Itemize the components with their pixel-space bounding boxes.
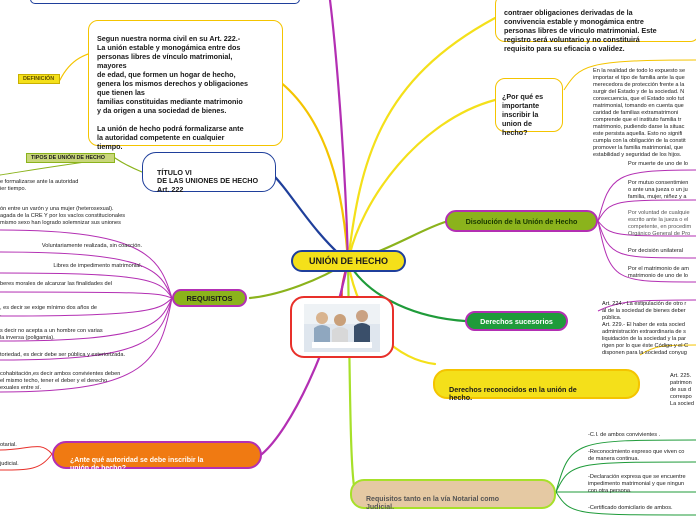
notarial-text: -Certificado domicilario de ambos. bbox=[588, 505, 673, 511]
tipos-leaf: e formalizarse ante la autoridad ier tie… bbox=[0, 172, 110, 193]
requisito-text: , es decir se exige mínimo dos años de . bbox=[0, 305, 98, 318]
link-top-purple bbox=[328, 0, 350, 264]
autoridad-text: judicial. bbox=[0, 461, 19, 467]
sucesorios-sublink bbox=[597, 299, 696, 312]
autoridad-sublinks bbox=[0, 446, 53, 471]
notarial-text: -Reconocimiento expreso que viven co de … bbox=[588, 449, 685, 462]
notarial-sublinks bbox=[555, 439, 696, 516]
top-left-node[interactable] bbox=[30, 0, 300, 4]
definition-text: Segun nuestra norma civil en su Art. 222… bbox=[97, 34, 248, 151]
central-topic[interactable]: UNIÓN DE HECHO bbox=[291, 250, 406, 272]
requisito-item: Voluntariamente realizada, sin coacción. bbox=[30, 243, 142, 250]
reconocidos-sublink bbox=[639, 344, 696, 356]
requisito-text: Libres de impedimento matrimonial. bbox=[53, 263, 142, 269]
top-callout-text: contraer obligaciones derivadas de la co… bbox=[504, 8, 657, 53]
definition-tag[interactable]: DEFINICIÓN bbox=[18, 74, 60, 84]
top-callout[interactable]: contraer obligaciones derivadas de la co… bbox=[495, 0, 696, 53]
notarial-node[interactable]: Requisitos tanto en la vía Notarial como… bbox=[350, 479, 556, 512]
requisito-text: cohabitación,es decir ambos convivientes… bbox=[0, 371, 121, 391]
definition-tag-label: DEFINICIÓN bbox=[23, 76, 55, 82]
autoridad-node[interactable]: ¿Ante qué autoridad se debe inscribir la… bbox=[52, 441, 262, 472]
couple-photo bbox=[304, 304, 380, 352]
link-sucesorios bbox=[346, 260, 467, 323]
definition-callout[interactable]: Segun nuestra norma civil en su Art. 222… bbox=[88, 20, 283, 151]
disolucion-text: Por mutuo consentimien o ante una jueza … bbox=[628, 180, 689, 200]
requisito-item: toriedad, es decir debe ser pública y ex… bbox=[0, 352, 150, 359]
requisitos-label: REQUISITOS bbox=[186, 293, 233, 303]
titulo-node[interactable]: TÍTULO VI DE LAS UNIONES DE HECHO Art. 2… bbox=[142, 152, 276, 194]
tipos-tag[interactable]: TIPOS DE UNIÓN DE HECHO bbox=[26, 153, 115, 163]
central-topic-label: UNIÓN DE HECHO bbox=[308, 256, 388, 266]
requisito-text: toriedad, es decir debe ser pública y ex… bbox=[0, 352, 125, 358]
requisito-text: beres morales de alcanzar las finalidade… bbox=[0, 281, 112, 287]
disolucion-item: Por mutuo consentimien o ante una jueza … bbox=[628, 180, 696, 201]
porque-label: ¿Por qué es importante inscribir la unio… bbox=[502, 92, 544, 137]
disolucion-item: Por el matrimonio de am matrimonio de un… bbox=[628, 266, 696, 280]
requisito-item: cohabitación,es decir ambos convivientes… bbox=[0, 371, 150, 392]
disolucion-sublinks bbox=[597, 169, 696, 283]
disolucion-item: Por decisión unilateral bbox=[628, 248, 696, 255]
sucesorios-text-node: Art. 224.- La estipulación de otro r al … bbox=[602, 294, 696, 357]
disolucion-item: Por voluntad de cualquie escrito ante la… bbox=[628, 210, 696, 238]
link-top-callout bbox=[346, 16, 497, 264]
notarial-item: -Reconocimiento expreso que viven co de … bbox=[588, 449, 696, 463]
autoridad-label: ¿Ante qué autoridad se debe inscribir la… bbox=[70, 456, 204, 473]
notarial-text: -Declaración expresa que se encuentre im… bbox=[588, 474, 686, 494]
requisitos-node[interactable]: REQUISITOS bbox=[172, 289, 247, 307]
notarial-item: -Certificado domicilario de ambos. bbox=[588, 505, 696, 512]
notarial-item: -Declaración expresa que se encuentre im… bbox=[588, 474, 696, 495]
autoridad-item: otarial. bbox=[0, 442, 40, 449]
notarial-item: -C.I. de ambos convivientes . bbox=[588, 432, 696, 439]
tipos-leaf-text: e formalizarse ante la autoridad ier tie… bbox=[0, 179, 79, 192]
disolucion-node[interactable]: Disolución de la Unión de Hecho bbox=[445, 210, 598, 232]
autoridad-text: otarial. bbox=[0, 442, 17, 448]
requisito-text: Voluntariamente realizada, sin coacción. bbox=[41, 243, 142, 249]
notarial-label: Requisitos tanto en la vía Notarial como… bbox=[366, 495, 500, 512]
disolucion-text: Por el matrimonio de am matrimonio de un… bbox=[628, 266, 689, 279]
sucesorios-label: Derechos sucesorios bbox=[480, 316, 553, 326]
requisito-item: Libres de impedimento matrimonial. bbox=[30, 263, 142, 270]
notarial-text: -C.I. de ambos convivientes . bbox=[588, 432, 661, 438]
porque-sublink bbox=[563, 59, 696, 91]
requisito-item: ón entre un varón y una mujer (heterosex… bbox=[0, 206, 140, 227]
sucesorios-node[interactable]: Derechos sucesorios bbox=[465, 311, 568, 331]
link-autoridad bbox=[260, 260, 350, 456]
requisito-item: , es decir se exige mínimo dos años de . bbox=[0, 305, 150, 319]
porque-text: En la realidad de todo lo expuesto se im… bbox=[593, 68, 686, 158]
link-porque bbox=[346, 98, 497, 264]
reconocidos-label: Derechos reconocidos en la unión de hech… bbox=[449, 384, 577, 402]
porque-text-node: En la realidad de todo lo expuesto se im… bbox=[593, 61, 696, 159]
disolucion-text: Por decisión unilateral bbox=[628, 248, 684, 254]
titulo-label: TÍTULO VI DE LAS UNIONES DE HECHO Art. 2… bbox=[157, 167, 259, 194]
requisito-text: s decir no acepta a un hombre con varias… bbox=[0, 328, 103, 341]
requisitos-sublinks bbox=[0, 229, 173, 393]
disolucion-text: Por muerte de uno de lo bbox=[628, 161, 689, 167]
disolucion-item: Por muerte de uno de lo bbox=[628, 161, 696, 168]
reconocidos-node[interactable]: Derechos reconocidos en la unión de hech… bbox=[433, 369, 640, 402]
reconocidos-text: Art. 225. patrimon de sus d correspo La … bbox=[670, 373, 694, 407]
requisito-text: ón entre un varón y una mujer (heterosex… bbox=[0, 206, 126, 226]
requisito-item: s decir no acepta a un hombre con varias… bbox=[0, 328, 150, 342]
tipos-tag-label: TIPOS DE UNIÓN DE HECHO bbox=[31, 155, 105, 161]
sucesorios-text: Art. 224.- La estipulación de otro r al … bbox=[602, 301, 689, 356]
autoridad-item: judicial. bbox=[0, 461, 40, 468]
disolucion-text: Por voluntad de cualquie escrito ante la… bbox=[628, 210, 692, 237]
requisito-item: beres morales de alcanzar las finalidade… bbox=[0, 281, 150, 288]
disolucion-label: Disolución de la Unión de Hecho bbox=[465, 216, 578, 226]
couple-image-node[interactable] bbox=[290, 296, 394, 358]
sublink-tipos bbox=[114, 157, 143, 173]
porque-callout[interactable]: ¿Por qué es importante inscribir la unio… bbox=[495, 78, 563, 137]
reconocidos-text-node: Art. 225. patrimon de sus d correspo La … bbox=[670, 366, 696, 408]
